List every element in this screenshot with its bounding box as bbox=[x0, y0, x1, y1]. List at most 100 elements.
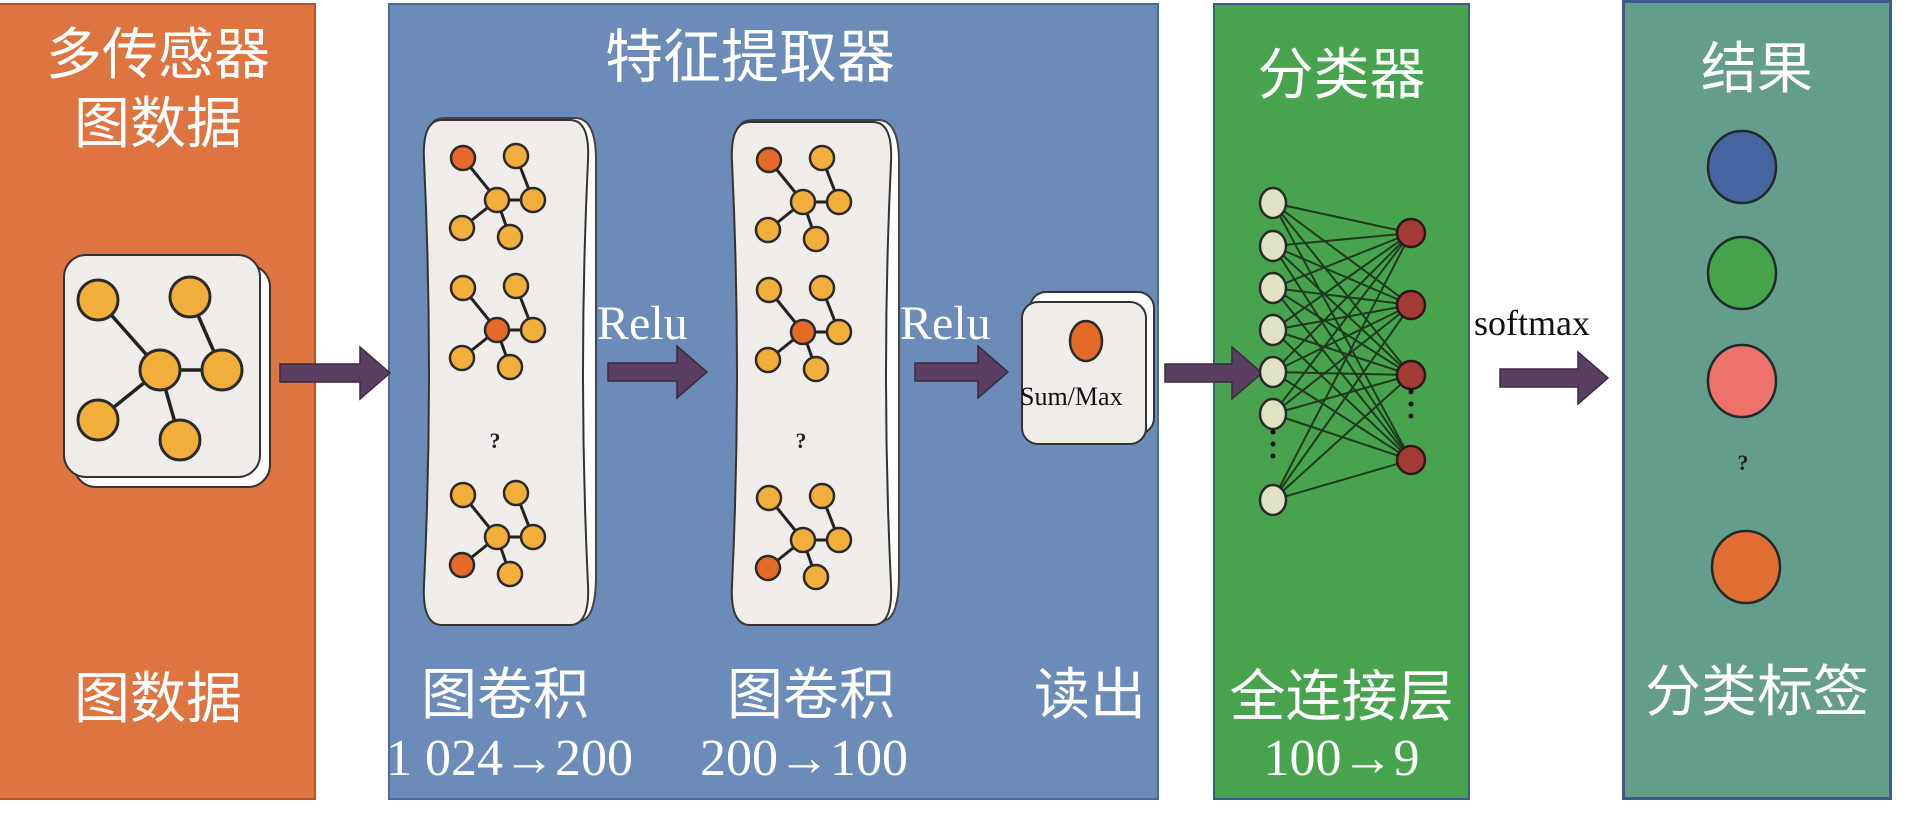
conv1-dims: 1 024→200 bbox=[386, 730, 633, 787]
conv2-motif-3-node bbox=[802, 563, 830, 591]
fc-input-node bbox=[1258, 229, 1288, 263]
fc-connection bbox=[1272, 232, 1412, 501]
conv2-motif-1-node bbox=[754, 216, 782, 244]
conv2-motif-3-node bbox=[808, 482, 836, 510]
input-graph-node bbox=[168, 275, 212, 319]
conv2-motif-2-node bbox=[754, 346, 782, 374]
fc-output-node bbox=[1395, 359, 1427, 391]
fc-dims: 100→9 bbox=[1263, 730, 1420, 787]
conv2-motif-3-node bbox=[754, 554, 782, 582]
fc-connection bbox=[1272, 202, 1412, 376]
fc-connection bbox=[1272, 459, 1412, 501]
conv2-motif-1-node bbox=[825, 188, 853, 216]
arrow-relu-2 bbox=[914, 344, 1010, 400]
fc-connection bbox=[1272, 371, 1412, 376]
conv1-motif-2-node bbox=[502, 272, 530, 300]
conv1-motif-2-node bbox=[496, 353, 524, 381]
fc-output-ellipsis-dot bbox=[1408, 401, 1414, 407]
readout-card bbox=[1021, 301, 1147, 445]
relu-label-2: Relu bbox=[900, 297, 991, 350]
conv1-motif-1-node bbox=[496, 223, 524, 251]
conv1-motif-2-node bbox=[519, 316, 547, 344]
input-graph-node bbox=[200, 348, 244, 392]
fc-connection bbox=[1272, 304, 1412, 331]
conv1-motif-3-node bbox=[502, 479, 530, 507]
conv1-motif-3-node bbox=[519, 523, 547, 551]
input-graph-node bbox=[138, 348, 182, 392]
input-graph-node bbox=[76, 278, 120, 322]
fc-output-node bbox=[1395, 289, 1427, 321]
fc-output-node bbox=[1395, 217, 1427, 249]
result-ellipsis: ? bbox=[1738, 450, 1749, 475]
input-graph-node bbox=[158, 418, 202, 462]
fc-input-ellipsis-dot bbox=[1270, 453, 1276, 459]
conv2-motif-1-node bbox=[755, 146, 783, 174]
fc-input-node bbox=[1258, 397, 1288, 431]
fc-connection bbox=[1272, 245, 1412, 306]
fc-input-node bbox=[1258, 483, 1288, 517]
fc-connection bbox=[1272, 374, 1412, 501]
relu-label-1: Relu bbox=[597, 297, 688, 350]
fc-connection bbox=[1272, 202, 1412, 306]
fc-connection bbox=[1272, 329, 1412, 376]
fc-connection bbox=[1272, 374, 1412, 415]
fc-connection bbox=[1272, 287, 1412, 306]
conv1-ellipsis: ? bbox=[490, 428, 501, 453]
conv1-label: 图卷积 bbox=[421, 663, 589, 728]
conv1-motif-3-node bbox=[496, 560, 524, 588]
fc-output-ellipsis-dot bbox=[1408, 413, 1414, 419]
class-circle-1 bbox=[1706, 129, 1778, 205]
class-circle-4 bbox=[1710, 529, 1782, 605]
input-title-line1: 多传感器 bbox=[46, 23, 270, 88]
conv2-motif-2-node bbox=[808, 274, 836, 302]
fc-input-node bbox=[1258, 271, 1288, 305]
fc-connection bbox=[1272, 232, 1412, 289]
fc-connection bbox=[1272, 304, 1412, 373]
conv1-motif-1-node bbox=[502, 142, 530, 170]
fc-input-node bbox=[1258, 313, 1288, 347]
fc-connection bbox=[1272, 304, 1412, 415]
readout-op-label: Sum/Max bbox=[1020, 382, 1123, 411]
result-title: 结果 bbox=[1701, 37, 1813, 102]
conv2-motif-2-node bbox=[755, 276, 783, 304]
conv1-motif-1-node bbox=[483, 186, 511, 214]
conv2-motif-2-node bbox=[802, 355, 830, 383]
classifier-title: 分类器 bbox=[1257, 43, 1426, 108]
conv1-motif-2-node bbox=[449, 274, 477, 302]
fc-connection bbox=[1272, 371, 1412, 461]
fc-input-ellipsis-dot bbox=[1270, 429, 1276, 435]
fc-input-ellipsis-dot bbox=[1270, 441, 1276, 447]
conv2-motif-3-node bbox=[755, 484, 783, 512]
fc-connection bbox=[1272, 202, 1412, 234]
arrow-readout-to-classifier bbox=[1164, 345, 1264, 401]
fc-connection bbox=[1272, 232, 1412, 373]
class-circle-2 bbox=[1706, 235, 1778, 311]
conv1-motif-1-node bbox=[448, 214, 476, 242]
conv1-motif-3-node bbox=[449, 481, 477, 509]
fc-connection bbox=[1272, 304, 1412, 501]
conv1-motif-1-node bbox=[519, 186, 547, 214]
arrow-relu-1 bbox=[607, 344, 709, 400]
conv2-motif-1-node bbox=[808, 144, 836, 172]
readout-node bbox=[1068, 319, 1104, 363]
conv2-motif-3-node bbox=[789, 526, 817, 554]
fc-connection bbox=[1272, 245, 1412, 376]
softmax-label: softmax bbox=[1474, 303, 1590, 343]
conv1-motif-3-node bbox=[483, 523, 511, 551]
input-graph-node bbox=[76, 398, 120, 442]
fc-input-node bbox=[1258, 186, 1288, 220]
input-title-line2: 图数据 bbox=[74, 92, 242, 157]
arrow-softmax bbox=[1499, 350, 1610, 406]
fc-output-node bbox=[1395, 444, 1427, 476]
conv2-motif-1-node bbox=[802, 225, 830, 253]
fc-connection bbox=[1272, 232, 1412, 247]
fc-connection bbox=[1272, 287, 1412, 376]
conv2-dims: 200→100 bbox=[700, 730, 908, 787]
conv1-motif-3-node bbox=[448, 551, 476, 579]
conv1-motif-2-node bbox=[448, 344, 476, 372]
input-bottom-label: 图数据 bbox=[74, 667, 242, 732]
readout-label: 读出 bbox=[1034, 663, 1146, 728]
fc-input-node bbox=[1258, 355, 1288, 389]
feature-extractor-title: 特征提取器 bbox=[604, 23, 895, 91]
